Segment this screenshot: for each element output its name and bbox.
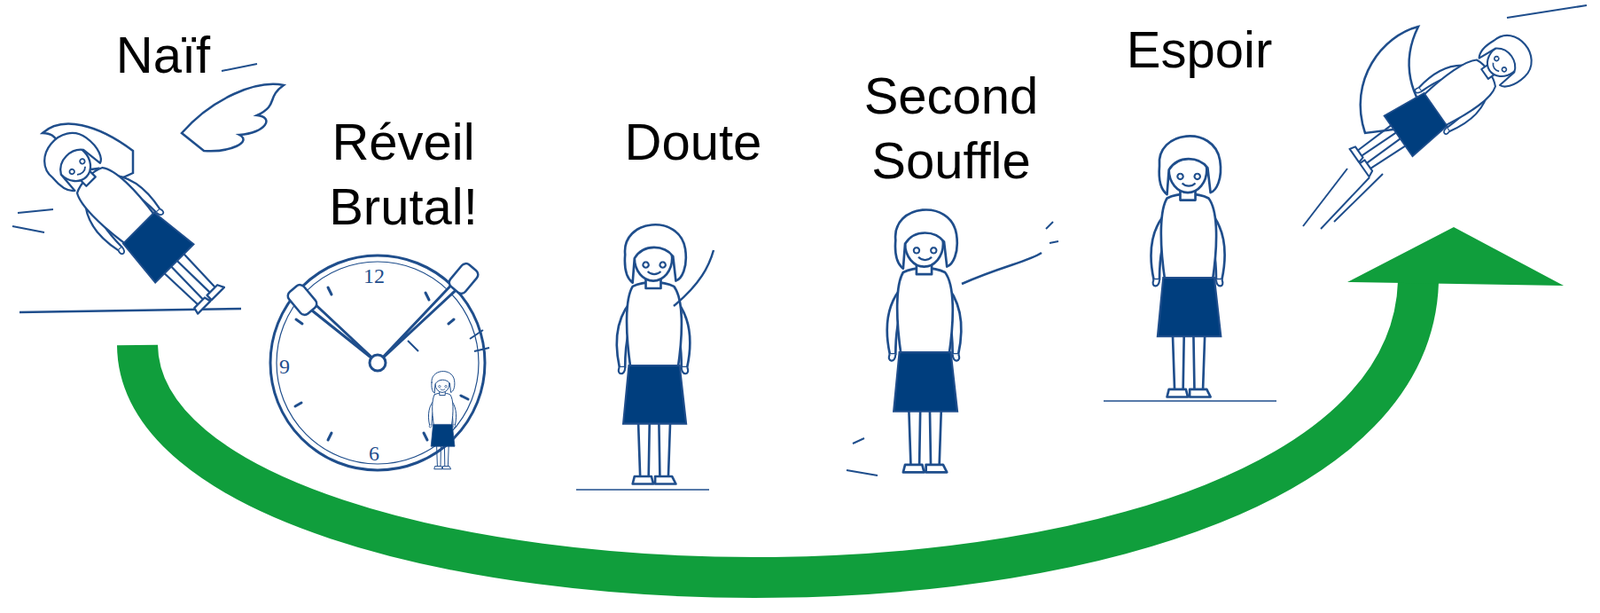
stage-label: Doute — [582, 109, 804, 175]
stage-label: Naïf — [65, 23, 261, 88]
clock-number: 9 — [266, 352, 303, 380]
clock-number: 12 — [351, 262, 397, 289]
stage-label: Espoir — [1101, 17, 1297, 83]
stage-label: Réveil Brutal! — [292, 109, 515, 239]
stage-label: Second Souffle — [835, 63, 1067, 193]
clock-number: 6 — [356, 439, 392, 467]
